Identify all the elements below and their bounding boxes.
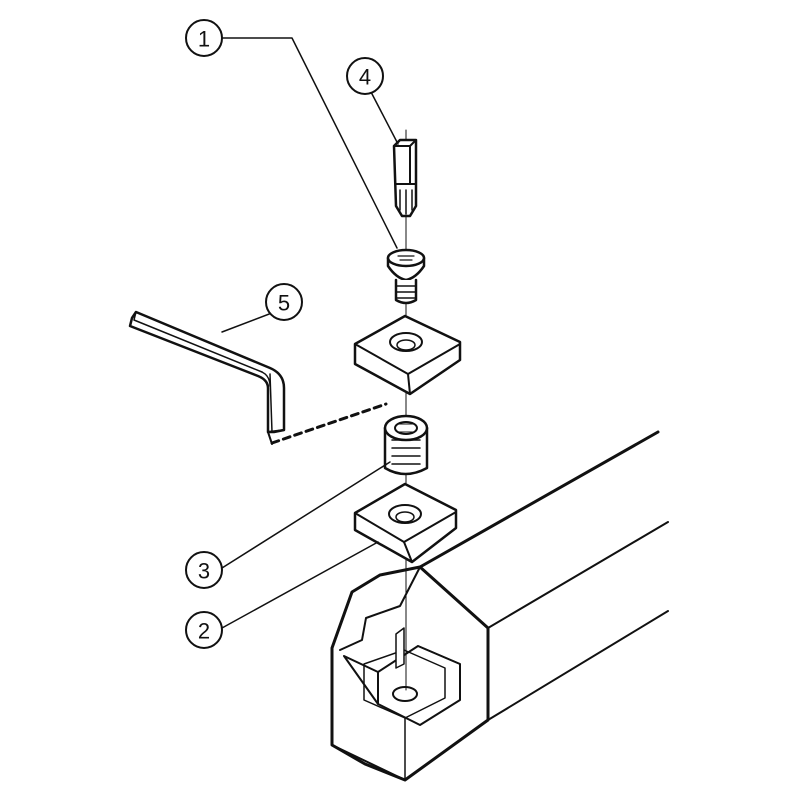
- callout-5: 5: [265, 283, 303, 321]
- callout-3-label: 3: [198, 559, 210, 584]
- engagement-dashed-line: [270, 402, 388, 445]
- leader-lines: [221, 37, 399, 629]
- clamp-screw-part: [386, 248, 426, 305]
- callout-2: 2: [185, 611, 223, 649]
- callout-3: 3: [185, 551, 223, 589]
- hex-key-part: [128, 310, 286, 434]
- clamp-plate: [353, 314, 462, 396]
- callout-1: 1: [185, 19, 223, 57]
- torx-key-part: [392, 138, 418, 218]
- tool-holder: [330, 430, 669, 782]
- shim-part: [353, 482, 458, 564]
- shim-screw-part: [383, 414, 429, 476]
- callout-5-label: 5: [278, 291, 290, 316]
- callout-2-label: 2: [198, 619, 210, 644]
- callout-1-label: 1: [198, 27, 210, 52]
- callout-4: 4: [346, 57, 384, 95]
- callout-4-label: 4: [359, 65, 371, 90]
